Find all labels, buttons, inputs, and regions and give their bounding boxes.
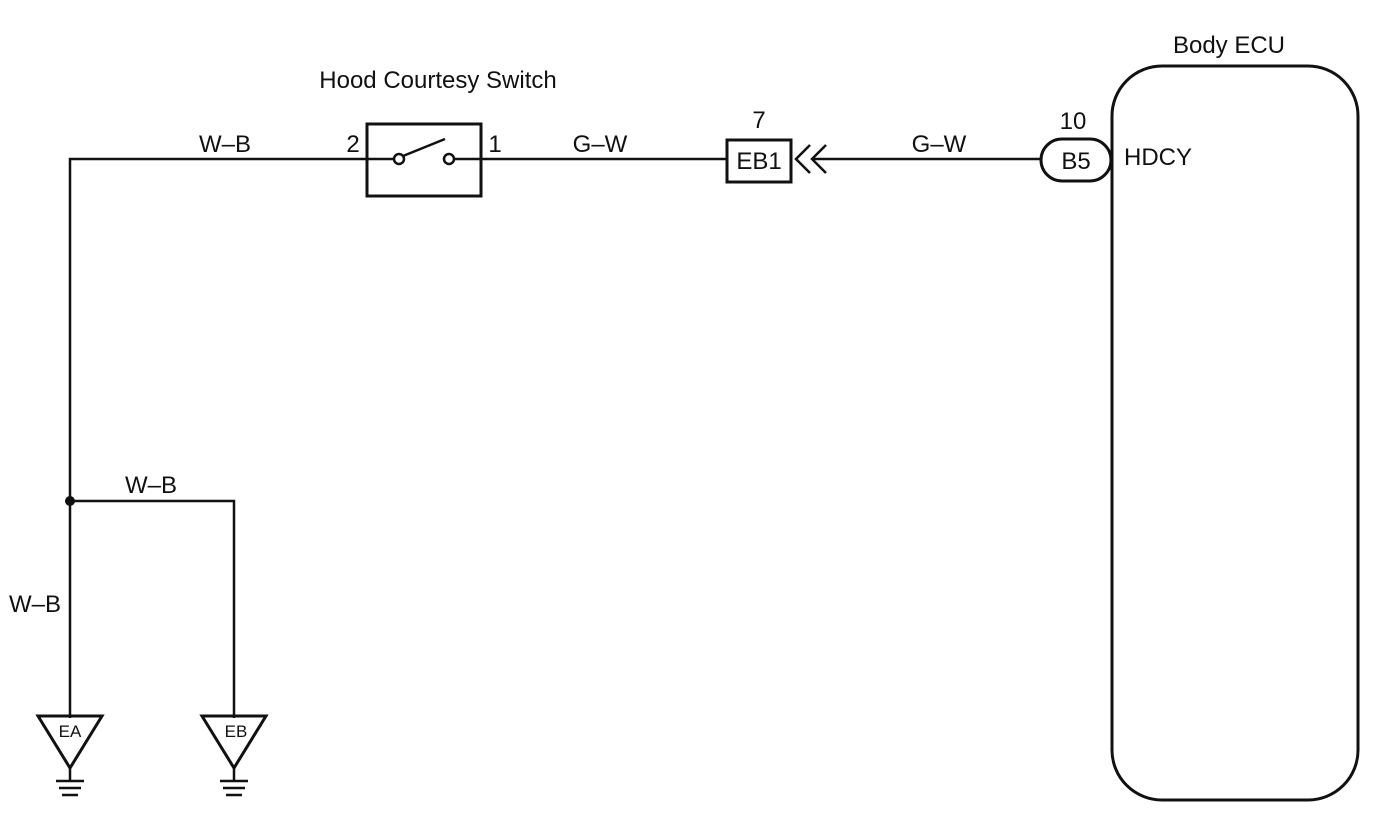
body-ecu-title: Body ECU (1173, 32, 1285, 59)
switch-contact-left (392, 152, 406, 166)
eb1-connector (725, 138, 793, 184)
wire-junction-to-eb (70, 499, 236, 718)
eb1-pin-number: 7 (752, 107, 765, 134)
ground-ea-label: EA (59, 722, 82, 741)
wire-label-switch-to-connector: G–W (573, 131, 628, 158)
ground-eb-label: EB (225, 722, 248, 741)
eb1-connector-label: EB1 (736, 148, 781, 175)
wire-label-connector-to-ecu: G–W (912, 131, 967, 158)
switch-pin-1: 1 (488, 131, 501, 158)
b5-connector-label: B5 (1061, 148, 1090, 175)
connector-chevron-inner (794, 144, 811, 174)
body-ecu-box (1110, 64, 1360, 802)
switch-pin-2: 2 (346, 131, 359, 158)
wire-label-junction-to-eb: W–B (125, 472, 177, 499)
wire-switch-to-ground (68, 157, 367, 718)
wire-label-switch-to-ground: W–B (199, 131, 251, 158)
switch-contact-right (442, 152, 456, 166)
hood-courtesy-switch-title: Hood Courtesy Switch (319, 67, 556, 94)
wire-label-junction-to-ea: W–B (9, 591, 61, 618)
b5-pin-number: 10 (1060, 108, 1087, 135)
hdcy-signal-label: HDCY (1124, 144, 1192, 171)
connector-chevron-outer (810, 144, 827, 174)
ground-ea-symbol (35, 714, 105, 771)
ground-eb-symbol (199, 714, 269, 771)
switch-blade (402, 137, 446, 158)
